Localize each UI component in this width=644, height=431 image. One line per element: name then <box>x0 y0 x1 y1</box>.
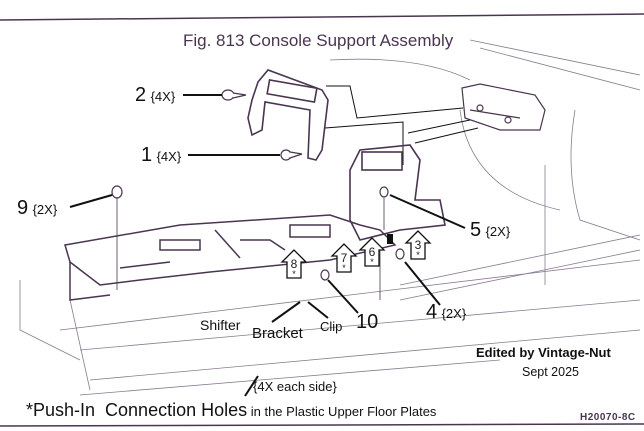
hole-star-3: * <box>416 250 420 260</box>
hole-number-7: 7 <box>340 251 348 265</box>
arrow-7 <box>330 243 358 273</box>
hole-arrows <box>280 230 432 279</box>
callout-2: 2 {4X} <box>135 85 175 105</box>
callout-number: 2 <box>135 84 147 106</box>
console-bracket <box>349 144 446 241</box>
callout-9: 9 {2X} <box>17 198 57 218</box>
fastener-5 <box>379 186 389 198</box>
callout-quantity: {2X} <box>485 224 511 239</box>
leader-lines <box>324 85 479 165</box>
callout-leaders <box>69 94 466 397</box>
floor-plate <box>64 214 397 301</box>
callout-1: 1 {4X} <box>141 145 181 165</box>
edit-date: Sept 2025 <box>522 365 579 379</box>
hole-number-3: 3 <box>414 238 422 252</box>
upper-bracket <box>247 69 329 161</box>
label-shifter: Shifter <box>200 317 241 333</box>
callout-number: 4 <box>426 301 438 323</box>
hole-star-7: * <box>342 263 346 273</box>
callout-5: 5 {2X} <box>470 220 510 240</box>
label-bracket: Bracket <box>252 325 303 342</box>
callout-quantity: {4X} <box>150 89 176 104</box>
right-module <box>461 83 546 131</box>
fastener-4 <box>395 248 405 260</box>
top-rule <box>0 13 644 21</box>
callout-number: 10 <box>356 311 379 333</box>
footnote-main: *Push-In Connection Holes <box>26 400 248 420</box>
hole-number-6: 6 <box>368 245 376 259</box>
arrow-6 <box>358 237 386 267</box>
callout-number: 1 <box>141 144 153 166</box>
locator-tab <box>387 234 393 244</box>
callout-quantity: {2X} <box>441 306 467 321</box>
hole-star-6: * <box>370 257 374 267</box>
callout-quantity: {4X} <box>156 149 182 164</box>
figure-code: H20070-8C <box>580 412 636 423</box>
arrow-3 <box>404 230 432 260</box>
figure-title: Fig. 813 Console Support Assembly <box>183 31 454 50</box>
background-body-sketch <box>19 39 641 396</box>
fastener-2 <box>221 89 235 101</box>
hole-number-8: 8 <box>290 257 298 271</box>
footnote-rest: in the Plastic Upper Floor Plates <box>247 404 437 419</box>
callout-4: 4 {2X} <box>426 302 466 322</box>
each-side-note: {4X each side} <box>253 379 337 394</box>
fastener-1 <box>280 149 292 161</box>
callout-quantity: {2X} <box>32 202 58 217</box>
bottom-rule <box>0 423 644 427</box>
fastener-10 <box>320 269 330 281</box>
callout-number: 5 <box>470 219 482 241</box>
edited-by-note: Edited by Vintage-Nut <box>476 345 611 360</box>
callout-number: 9 <box>17 197 29 219</box>
label-clip: Clip <box>320 319 343 334</box>
footnote: *Push-In Connection Holes in the Plastic… <box>26 401 436 419</box>
hole-star-8: * <box>292 269 296 279</box>
arrow-8 <box>280 249 308 279</box>
callout-10: 10 <box>356 312 378 332</box>
fastener-9 <box>111 185 123 199</box>
